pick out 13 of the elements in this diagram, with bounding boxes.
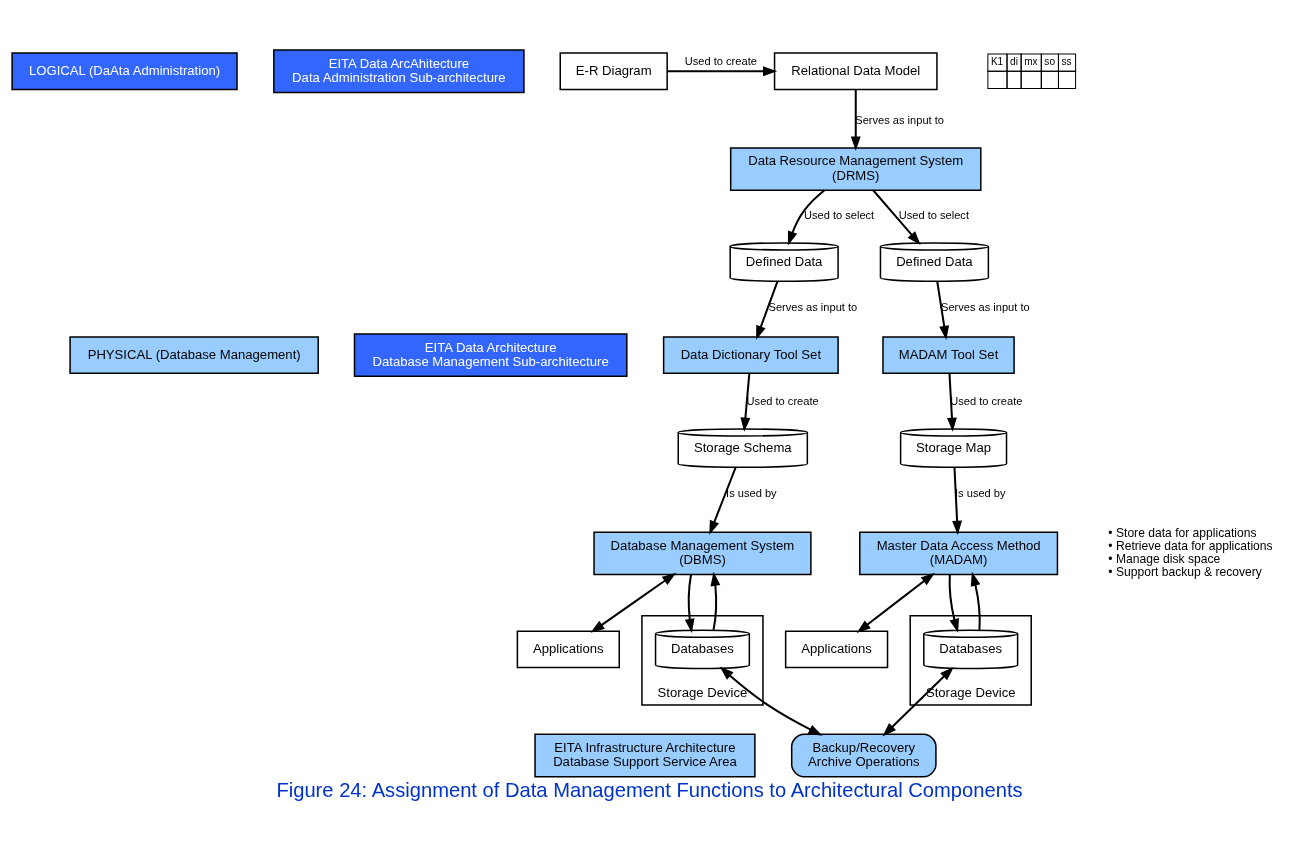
- label: • Store data for applications: [1108, 525, 1257, 540]
- label: K1: [990, 55, 1004, 67]
- label: di: [1010, 55, 1018, 67]
- label: ss: [1061, 55, 1072, 67]
- edge-label: Serves as input to: [768, 300, 858, 313]
- edge-label: Used to select: [804, 208, 875, 221]
- edge-label: Used to create: [684, 54, 757, 67]
- label: mx: [1024, 55, 1038, 67]
- edge-label: Is used by: [726, 486, 777, 499]
- label: so: [1044, 55, 1055, 67]
- edge-label: Used to select: [898, 208, 970, 221]
- caption: Figure 24: Assignment of Data Management Functions to Architectural Components: [276, 778, 1023, 801]
- edge-label: Serves as input to: [941, 300, 1030, 313]
